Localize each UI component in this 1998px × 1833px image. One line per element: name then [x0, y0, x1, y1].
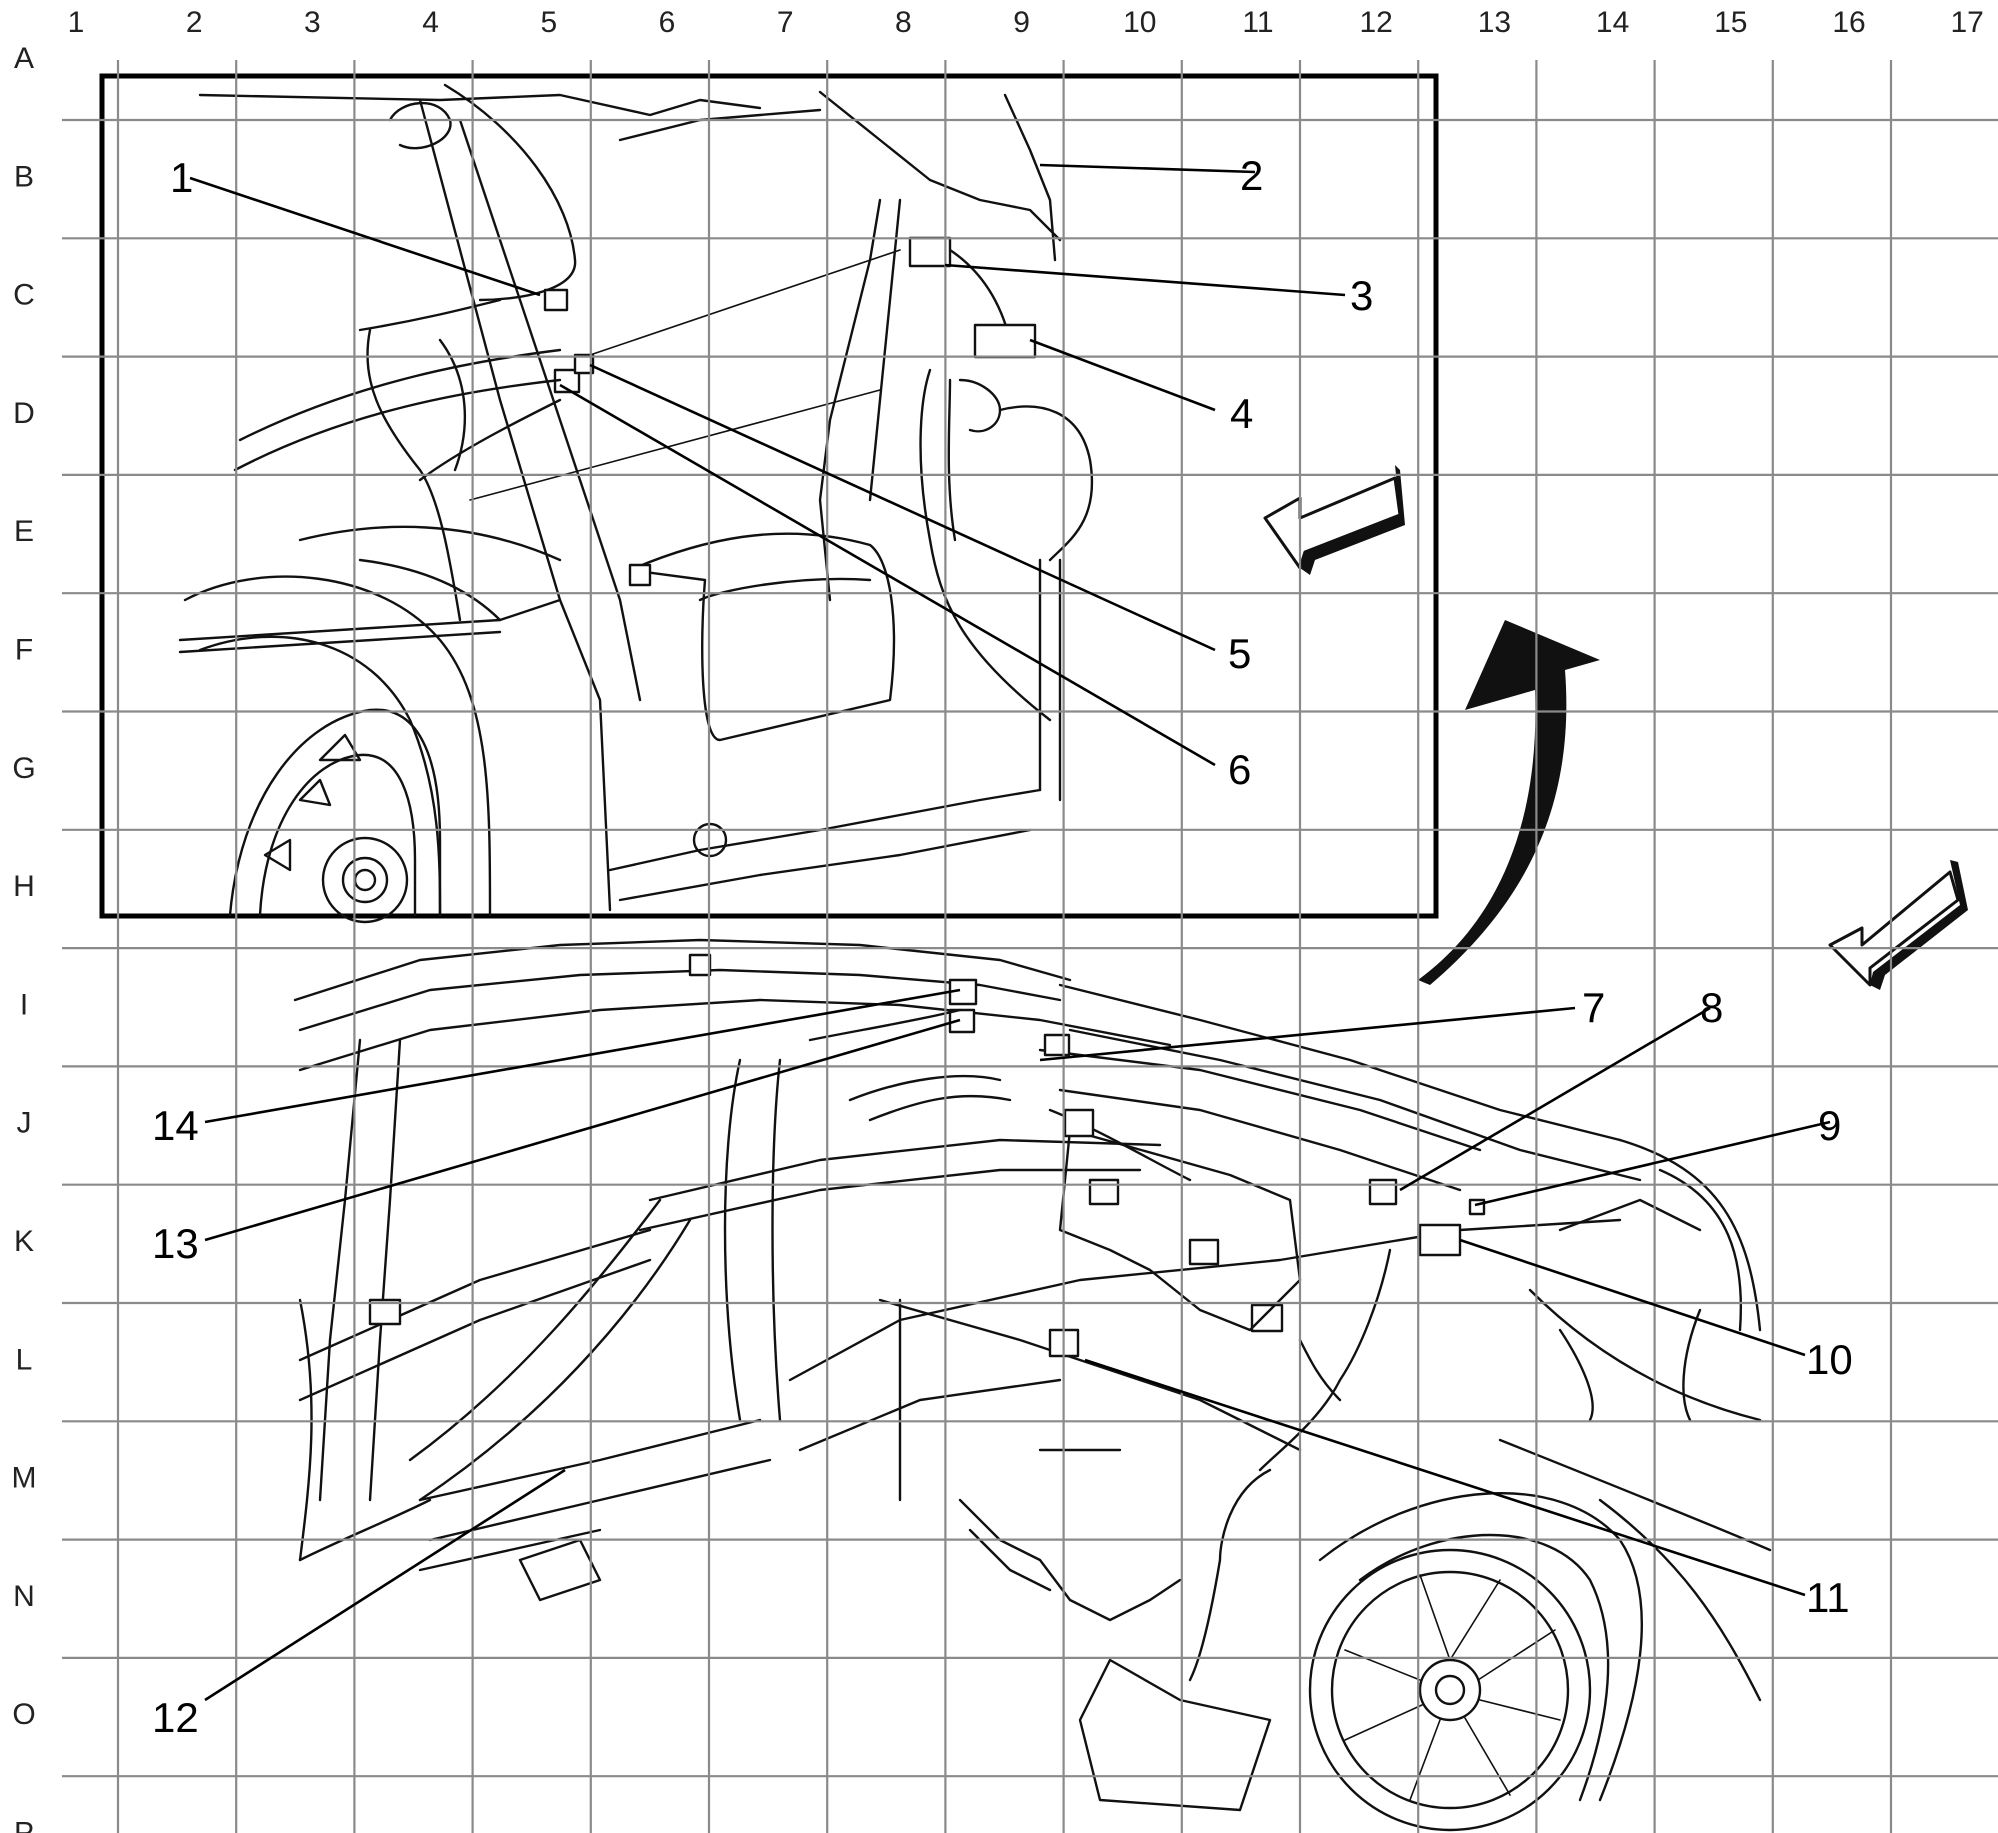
- grid-column-label: 8: [895, 6, 912, 39]
- callout-6: 6: [1228, 746, 1251, 793]
- grid-row-label: N: [13, 1580, 35, 1613]
- callout-12: 12: [152, 1694, 199, 1741]
- callout-8: 8: [1700, 984, 1723, 1031]
- grid-column-label: 15: [1714, 6, 1747, 39]
- grid-column-label: 9: [1013, 6, 1030, 39]
- grid-column-label: 4: [422, 6, 439, 39]
- vehicle-rear-harness-view: [293, 938, 1772, 1832]
- grid-column-label: 14: [1596, 6, 1629, 39]
- callout-3: 3: [1350, 272, 1373, 319]
- grid-row-label: A: [14, 42, 34, 75]
- grid-row-label: L: [16, 1343, 33, 1376]
- callout-5: 5: [1228, 630, 1251, 677]
- callout-13: 13: [152, 1220, 199, 1267]
- grid-column-label: 11: [1242, 6, 1273, 39]
- callout-labels: 1 2 3 4 5 6 7 8 9 10 11 12 13 14: [152, 152, 1853, 1741]
- grid-column-label: 13: [1478, 6, 1511, 39]
- callout-9: 9: [1818, 1102, 1841, 1149]
- grid-row-label: K: [14, 1225, 34, 1258]
- curved-zoom-arrow-icon: [1418, 620, 1600, 985]
- grid-row-label: G: [12, 752, 35, 785]
- grid-row-label: E: [14, 515, 34, 548]
- grid-row-label: C: [13, 279, 35, 312]
- callout-2: 2: [1240, 152, 1263, 199]
- inset-frame: [99, 73, 1439, 919]
- grid-row-label: O: [12, 1698, 35, 1731]
- grid-column-label: 10: [1123, 6, 1156, 39]
- callout-1: 1: [170, 154, 193, 201]
- grid-row-label: P: [14, 1817, 34, 1833]
- callout-10: 10: [1806, 1336, 1853, 1383]
- callout-11: 11: [1806, 1574, 1850, 1621]
- grid-column-label: 3: [304, 6, 321, 39]
- view-direction-arrow-icon: [1828, 860, 1968, 990]
- grid-row-label: F: [15, 634, 33, 667]
- grid-row-labels: A B C D E F G H I J K L M N O P: [12, 42, 37, 1833]
- grid-column-label: 16: [1832, 6, 1865, 39]
- grid-row-label: D: [13, 397, 35, 430]
- grid-row-label: B: [14, 160, 34, 193]
- callout-4: 4: [1230, 390, 1253, 437]
- grid-column-label: 1: [68, 6, 85, 39]
- callout-leader-lines: [189, 163, 1831, 1702]
- grid-column-label: 7: [777, 6, 794, 39]
- callout-7: 7: [1582, 984, 1605, 1031]
- grid-row-label: M: [12, 1462, 37, 1495]
- grid-row-label: J: [17, 1107, 32, 1140]
- grid-column-label: 5: [540, 6, 557, 39]
- callout-14: 14: [152, 1102, 199, 1149]
- grid-column-label: 6: [659, 6, 676, 39]
- grid-row-label: H: [13, 870, 35, 903]
- grid-column-label: 12: [1360, 6, 1393, 39]
- inset-detail-view: [99, 73, 1439, 924]
- reference-grid: [62, 60, 1998, 1833]
- grid-column-label: 17: [1951, 6, 1984, 39]
- grid-column-label: 2: [186, 6, 203, 39]
- grid-row-label: I: [20, 988, 28, 1021]
